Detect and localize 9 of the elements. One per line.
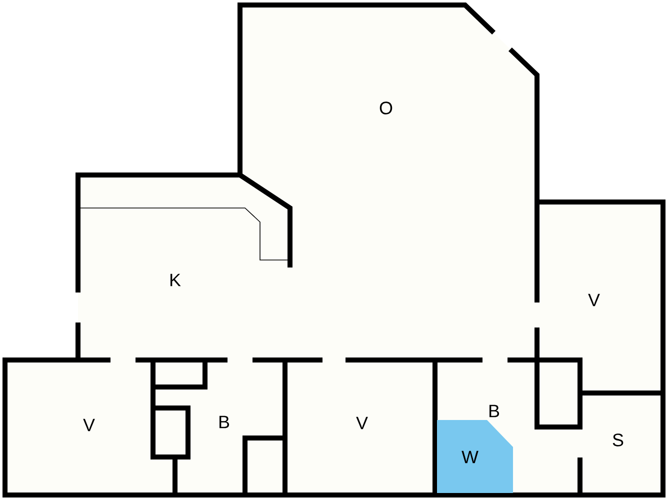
room-label: S	[612, 434, 624, 446]
room-label: K	[170, 274, 181, 286]
room-label: O	[380, 102, 392, 114]
room-label: B	[490, 404, 500, 418]
tiled-area: W	[437, 420, 513, 493]
room-label: V	[83, 418, 95, 432]
room-label: V	[588, 294, 600, 306]
room-label: B	[220, 416, 230, 428]
room-label: V	[356, 416, 368, 430]
